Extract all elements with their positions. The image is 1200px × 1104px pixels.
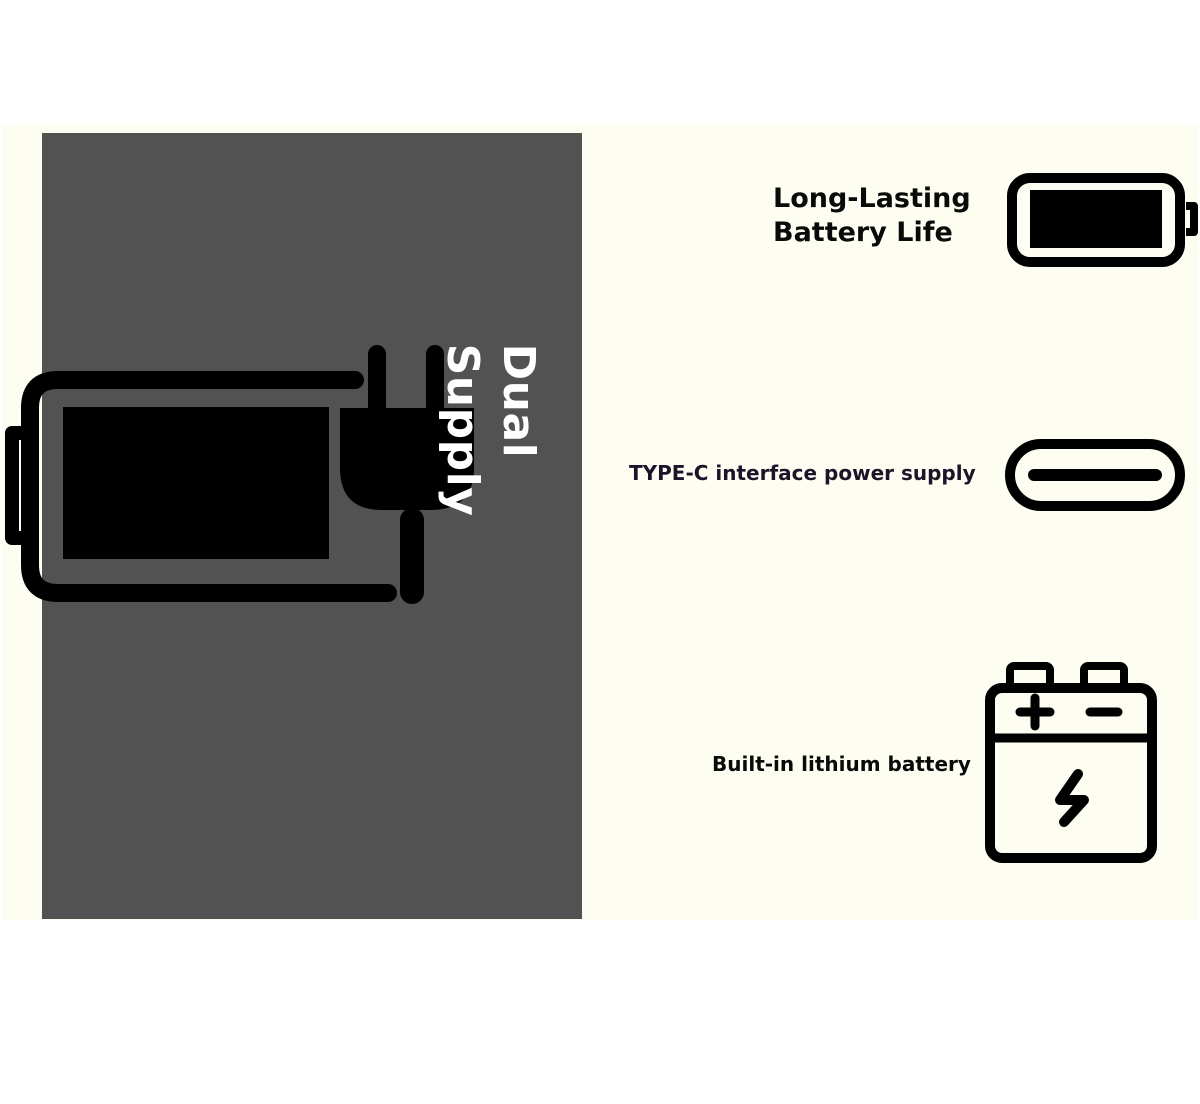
feature-label-lithium-battery: Built-in lithium battery	[712, 752, 971, 776]
feature-label-battery-life: Long-Lasting Battery Life	[773, 183, 971, 248]
usb-c-port-icon	[1005, 439, 1185, 511]
hero-title-text: Dual Supply	[437, 343, 544, 517]
lithium-battery-icon	[985, 662, 1157, 863]
feature-label-type-c: TYPE-C interface power supply	[629, 461, 976, 485]
battery-icon	[1007, 173, 1198, 267]
battery-plug-icon	[5, 345, 474, 604]
